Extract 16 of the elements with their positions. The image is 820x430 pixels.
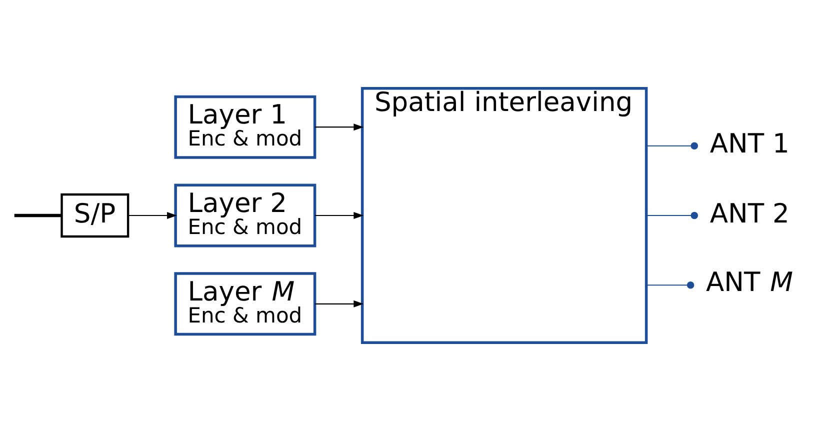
arrow <box>128 212 177 218</box>
node-text: ANT 2 <box>710 198 790 229</box>
node-text: ANT 1 <box>710 128 790 160</box>
node-box: Layer 1 Enc & mod <box>174 94 316 158</box>
connector <box>646 142 698 150</box>
connector <box>646 211 698 219</box>
connector <box>14 213 62 217</box>
arrow <box>314 123 364 130</box>
node-box: S/P <box>60 192 130 238</box>
arrow <box>314 300 364 307</box>
arrow <box>314 212 364 218</box>
connector <box>646 280 694 288</box>
node-box: Spatial interleaving <box>360 86 648 344</box>
node-box: Layer 2 Enc & mod <box>174 183 316 247</box>
node-text: ANT M <box>706 266 793 298</box>
node-box: Layer M Enc & mod <box>174 272 316 336</box>
